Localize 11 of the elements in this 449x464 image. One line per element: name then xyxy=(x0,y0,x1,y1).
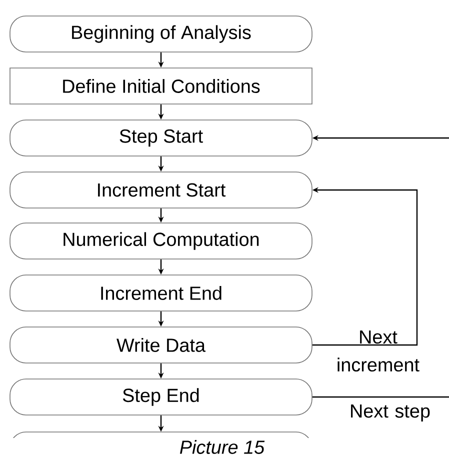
terminal-box: Increment End xyxy=(10,274,312,312)
terminal-box: Step Start xyxy=(10,120,312,156)
terminal-box: Write Data xyxy=(10,326,312,364)
caption: Picture 15 xyxy=(180,440,265,454)
terminal-box: Beginning of Analysis xyxy=(10,16,312,52)
edge-label: Next step xyxy=(351,404,430,422)
terminal-box: Increment Start xyxy=(10,172,312,208)
edge-label: Next increment xyxy=(338,330,420,372)
process-box: Define Initial Conditions xyxy=(10,68,312,104)
terminal-box: Step End xyxy=(10,378,312,416)
terminal-box: Numerical Computation xyxy=(10,222,312,260)
